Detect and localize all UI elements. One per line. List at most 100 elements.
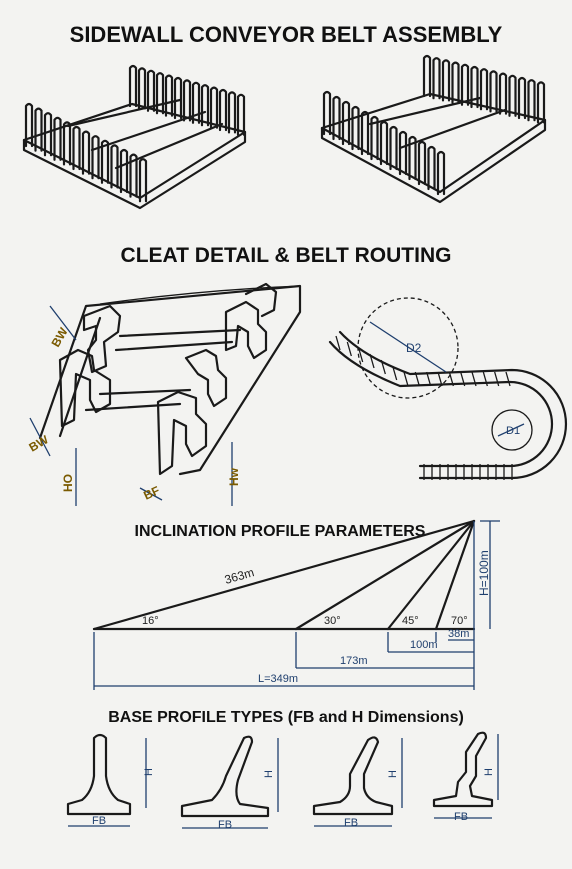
label-bf: BF	[141, 483, 161, 502]
sidewall-pleat	[128, 64, 138, 108]
sidewall-pleat	[398, 130, 408, 176]
title-inclination: INCLINATION PROFILE PARAMETERS	[135, 523, 426, 540]
bend-circle-d2	[357, 297, 459, 399]
belt-cleat-mark	[414, 371, 420, 387]
belt-cleat-marks	[335, 335, 513, 480]
sidewall-pleat	[146, 69, 156, 112]
sidewall-pleat	[34, 107, 43, 152]
sidewall-pleat	[451, 61, 460, 104]
sidewall-pleat	[360, 110, 370, 156]
sidewall-pleat	[218, 88, 228, 132]
sidewall-pleat	[110, 144, 119, 189]
belt-routing: D2 D1	[328, 297, 568, 480]
angle-16: 16°	[142, 615, 159, 627]
label-d2: D2	[406, 341, 422, 355]
length-100: 100m	[410, 639, 438, 651]
sidewall-pleat	[236, 93, 246, 136]
profile-1-h: H	[143, 768, 155, 776]
belt-cleat-mark	[380, 359, 386, 375]
sidewall-pleat	[322, 90, 332, 136]
belt-cleat-mark	[392, 365, 398, 381]
belt-cleat-mark	[460, 371, 466, 387]
base-profile-4: H FB	[432, 731, 499, 823]
sidewall-right-front	[322, 90, 446, 196]
sidewall-pleat	[209, 86, 219, 129]
profile-2-fb: FB	[218, 819, 232, 831]
sidewall-pleat	[379, 120, 389, 166]
inclination-profile: 16° 30° 45° 70° 363m H=100m 38m 100m 173…	[92, 519, 500, 690]
sidewall-pleat	[422, 54, 432, 98]
belt-cleat-mark	[335, 335, 341, 351]
angle-30: 30°	[324, 615, 341, 627]
belt-cleat-mark	[346, 341, 352, 357]
sidewall-pleat	[72, 125, 81, 171]
belt-cleat-mark	[358, 347, 364, 363]
profile-4-h: H	[483, 768, 495, 776]
sidewall-pleat	[389, 125, 398, 171]
sidewall-pleat	[91, 135, 100, 180]
sidewall-pleat	[43, 112, 53, 157]
sidewall-pleat	[441, 59, 451, 102]
sidewall-pleat	[489, 70, 498, 113]
title-assembly: SIDEWALL CONVEYOR BELT ASSEMBLY	[70, 22, 503, 47]
label-ho: HO	[61, 474, 75, 492]
sidewall-pleat	[227, 91, 237, 134]
sidewall-pleat	[417, 140, 427, 186]
sidewall-pleat	[370, 115, 379, 161]
sidewall-pleat	[527, 79, 536, 122]
belt-assembly-right	[320, 54, 547, 204]
base-profile-2: H FB	[180, 735, 279, 831]
sidewall-pleat	[460, 63, 470, 106]
belt-cleat-mark	[471, 371, 477, 387]
sidewall-pleat	[100, 139, 110, 184]
label-d1: D1	[506, 425, 520, 437]
sidewall-pleat	[470, 65, 479, 109]
sidewall-pleat	[498, 72, 508, 115]
length-38: 38m	[448, 628, 469, 640]
angle-45: 45°	[402, 615, 419, 627]
sidewall-pleat	[173, 76, 183, 120]
length-173: 173m	[340, 655, 368, 667]
sidewall-pleat	[436, 150, 446, 196]
sidewall-left-back	[128, 64, 246, 136]
profile-2-h: H	[263, 770, 275, 778]
belt-assembly-left	[22, 64, 247, 210]
sidewall-pleat	[155, 72, 165, 115]
sidewall-pleat	[517, 76, 527, 120]
sidewall-pleat	[62, 121, 72, 166]
sidewall-pleat	[536, 81, 546, 124]
length-349: L=349m	[258, 673, 298, 685]
sidewall-pleat	[332, 95, 341, 141]
sidewall-pleat	[137, 67, 147, 110]
base-profile-3: H FB	[312, 736, 403, 829]
sidewall-right-back	[422, 54, 546, 124]
sidewall-pleat	[432, 57, 441, 100]
belt-cleat-mark	[426, 371, 432, 387]
profile-3-h: H	[387, 770, 399, 778]
belt-cleat-mark	[437, 371, 443, 387]
belt-cleat-mark	[403, 371, 409, 387]
cleat-detail: BW BW HO BF Hw	[27, 282, 302, 506]
sidewall-pleat	[164, 74, 174, 117]
sidewall-pleat	[182, 79, 192, 122]
label-hw: Hw	[227, 467, 241, 486]
sidewall-pleat	[138, 158, 148, 203]
belt-cleat-mark	[369, 353, 375, 369]
title-cleat: CLEAT DETAIL & BELT ROUTING	[121, 244, 452, 267]
sidewall-pleat	[341, 100, 351, 146]
sidewall-pleat	[408, 135, 417, 181]
sidewall-pleat	[81, 130, 91, 175]
sidewall-pleat	[191, 81, 201, 124]
base-profile-1: H FB	[66, 733, 155, 827]
height-label: H=100m	[477, 550, 491, 596]
profile-3-fb: FB	[344, 817, 358, 829]
sidewall-pleat	[53, 116, 62, 161]
title-base: BASE PROFILE TYPES (FB and H Dimensions)	[108, 709, 464, 726]
belt-cleat-mark	[482, 371, 488, 387]
belt-cleat-mark	[505, 371, 511, 387]
sidewall-left-front	[24, 102, 148, 203]
bend-circle-d1	[491, 409, 533, 451]
belt-cleat-mark	[448, 371, 454, 387]
profile-1-fb: FB	[92, 815, 106, 827]
